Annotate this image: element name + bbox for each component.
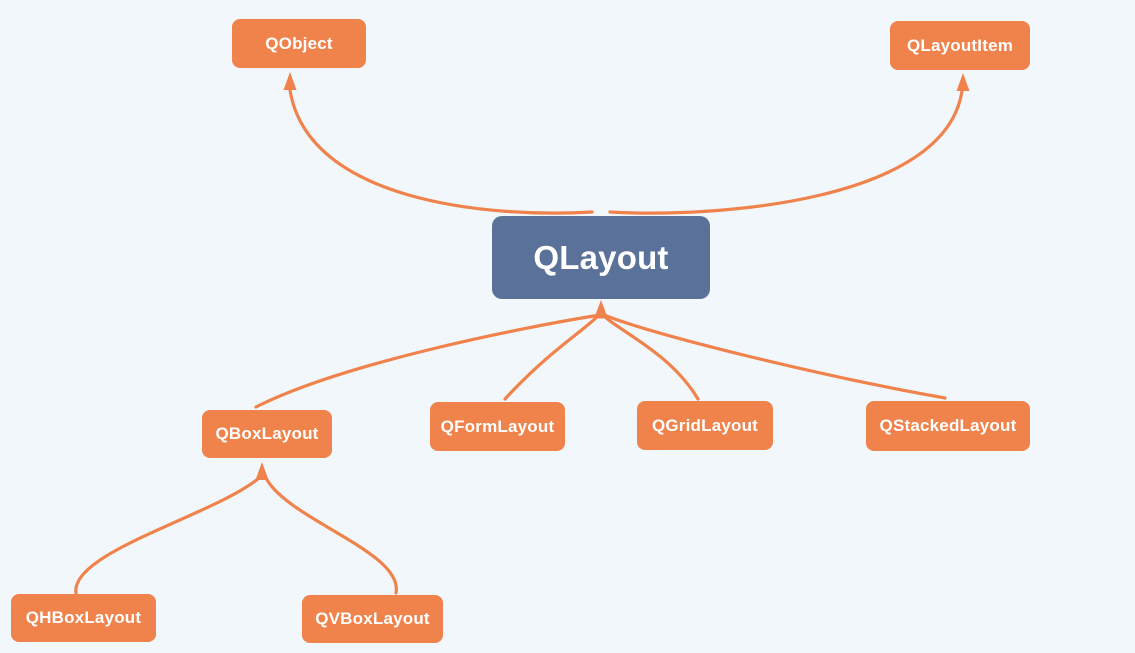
node-qlayout-label: QLayout: [533, 238, 669, 276]
node-qlayoutitem-label: QLayoutItem: [906, 35, 1014, 55]
edge-qgridlayout-to-qlayout: [600, 312, 700, 401]
arrowhead-qobject: [283, 72, 297, 90]
edge-qvboxlayout-to-qboxlayout: [264, 476, 398, 595]
edge-qlayout-to-qlayoutitem: [608, 89, 964, 215]
edge-qhboxlayout-to-qboxlayout: [74, 476, 261, 595]
node-qlayoutitem: QLayoutItem: [890, 21, 1030, 70]
node-qformlayout-label: QFormLayout: [440, 416, 555, 436]
node-qformlayout: QFormLayout: [430, 402, 565, 451]
node-qobject-label: QObject: [265, 33, 333, 53]
node-qgridlayout-label: QGridLayout: [651, 415, 759, 435]
edge-qstackedlayout-to-qlayout: [602, 313, 947, 400]
node-qvboxlayout: QVBoxLayout: [302, 595, 443, 643]
node-qboxlayout-label: QBoxLayout: [215, 424, 319, 443]
node-qvboxlayout-label: QVBoxLayout: [315, 609, 430, 628]
arrowhead-qlayoutitem: [956, 73, 970, 91]
node-qobject: QObject: [232, 19, 366, 68]
arrowhead-qlayout: [594, 300, 608, 319]
node-qhboxlayout: QHBoxLayout: [11, 594, 156, 642]
node-qlayout: QLayout: [492, 216, 710, 299]
edge-qformlayout-to-qlayout: [503, 312, 602, 401]
node-qhboxlayout-label: QHBoxLayout: [25, 608, 142, 627]
edge-qlayout-to-qobject: [288, 88, 594, 215]
edge-qboxlayout-to-qlayout: [254, 313, 602, 409]
arrowhead-qboxlayout: [255, 462, 269, 480]
node-qboxlayout: QBoxLayout: [202, 410, 332, 458]
node-qstackedlayout: QStackedLayout: [866, 401, 1030, 451]
node-qstackedlayout-label: QStackedLayout: [879, 416, 1017, 435]
node-qgridlayout: QGridLayout: [637, 401, 773, 450]
